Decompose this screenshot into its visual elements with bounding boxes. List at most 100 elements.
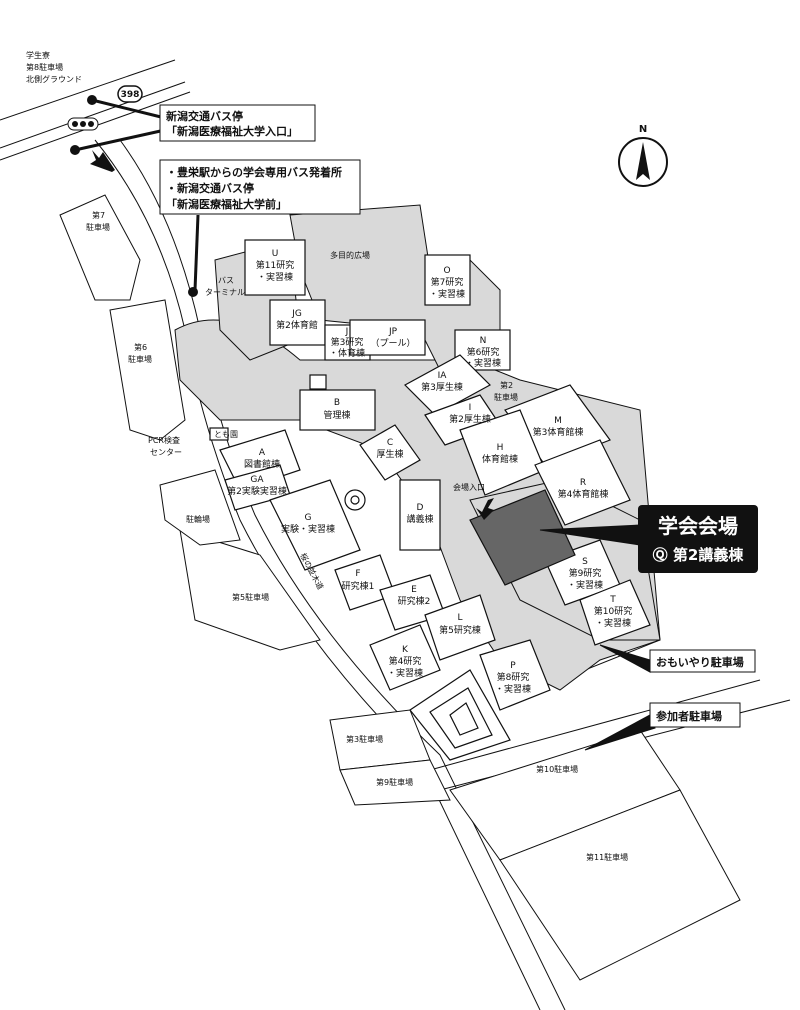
- label-top_left_labels-1: 第8駐車場: [26, 62, 63, 72]
- label-buildings-J-l2: ・体育棟: [329, 347, 365, 359]
- label-buildings-K-l1: 第4研究: [389, 655, 422, 667]
- label-buildings-J-l1: 第3研究: [331, 336, 364, 348]
- label-callouts-bus_terminal_info-line3: 「新潟医療福祉大学前」: [166, 197, 287, 211]
- label-buildings-G-l1: 実験・実習棟: [281, 523, 335, 535]
- label-buildings-U-l2: ・実習棟: [257, 271, 293, 283]
- label-buildings-GA-code: GA: [250, 475, 264, 485]
- label-callouts-bus_stop_entrance-line2: 「新潟医療福祉大学入口」: [166, 124, 298, 138]
- label-areas-bus_terminal_1: バス: [218, 276, 234, 285]
- label-parking_lots-p7b: 駐車場: [86, 222, 110, 232]
- callout-bus-stop-entrance: 新潟交通バス停 「新潟医療福祉大学入口」: [159, 104, 316, 142]
- label-buildings-P-code: P: [510, 661, 516, 671]
- label-buildings-JG-code: JG: [291, 309, 302, 319]
- top-left-labels: 学生寮 第8駐車場 北側グラウンド: [26, 50, 82, 84]
- entrance-arrow-icon: [90, 150, 115, 172]
- label-buildings-D-code: D: [417, 503, 424, 513]
- route-badge: 398: [117, 85, 143, 103]
- building-C: [359, 424, 421, 481]
- label-buildings-M-code: M: [554, 416, 562, 426]
- label-parking_lots-p2b: 駐車場: [494, 392, 518, 402]
- parking-11: [499, 789, 741, 981]
- label-areas-pcr_2: センター: [150, 448, 182, 457]
- label-buildings-A-code: A: [259, 448, 266, 458]
- label-parking_lots-p6a: 第6: [134, 342, 147, 352]
- label-areas-bus_terminal_2: ターミナル: [205, 288, 245, 297]
- label-buildings-IA-l1: 第3厚生棟: [421, 381, 463, 393]
- label-buildings-O-l2: ・実習棟: [429, 288, 465, 300]
- label-areas-entrance: 会場入口: [453, 482, 485, 492]
- label-buildings-I-code: I: [469, 403, 472, 413]
- label-buildings-R-l1: 第4体育館棟: [558, 488, 609, 500]
- label-callouts-omoiyari_parking: おもいやり駐車場: [656, 655, 744, 669]
- venue-callout: 学会会場 Ⓠ 第2講義棟: [638, 505, 758, 573]
- label-buildings-H-l1: 体育館棟: [482, 453, 518, 465]
- label-top_left_labels-2: 北側グラウンド: [26, 74, 82, 84]
- venue-title: 学会会場: [658, 514, 738, 538]
- label-buildings-GA-l1: 第2実験実習棟: [227, 485, 287, 497]
- building-IA: [404, 354, 491, 416]
- label-parking_lots-p7a: 第7: [92, 210, 105, 220]
- label-buildings-T-l2: ・実習棟: [595, 617, 631, 629]
- building-O: [424, 254, 471, 306]
- label-buildings-H-code: H: [497, 443, 504, 453]
- bike-parking: [159, 469, 241, 546]
- label-buildings-A-l1: 図書館棟: [244, 458, 280, 470]
- label-buildings-J-code: J: [345, 327, 349, 337]
- callout-participant-parking: 参加者駐車場: [649, 702, 741, 728]
- label-parking_lots-p3: 第3駐車場: [346, 734, 383, 744]
- parking-5: [179, 529, 321, 651]
- building-P: [479, 639, 551, 711]
- parking-9: [339, 759, 451, 806]
- label-buildings-E-code: E: [411, 585, 417, 595]
- label-buildings-M-l1: 第3体育館棟: [533, 426, 584, 438]
- north-compass: N: [618, 124, 668, 187]
- label-buildings-P-l2: ・実習棟: [495, 683, 531, 695]
- building-R: [534, 439, 631, 526]
- label-buildings-F-l1: 研究棟1: [342, 580, 375, 592]
- label-buildings-S-l2: ・実習棟: [567, 579, 603, 591]
- parking-7: [59, 194, 141, 301]
- label-buildings-D-l1: 講義棟: [406, 513, 433, 525]
- building-G: [269, 479, 361, 571]
- venue-subtitle: Ⓠ 第2講義棟: [653, 546, 745, 564]
- venue-building-Q: [469, 489, 576, 586]
- building-JP: [349, 319, 426, 356]
- building-D: [399, 479, 441, 551]
- label-parking_lots-p5: 第5駐車場: [232, 592, 269, 602]
- label-buildings-P-l1: 第8研究: [497, 671, 530, 683]
- label-buildings-G-code: G: [305, 513, 312, 523]
- label-buildings-C-code: C: [387, 438, 393, 448]
- parking-labels: 第7 駐車場 第6 駐車場 第2 駐車場 第5駐車場 第3駐車場 第9駐車場 第…: [86, 210, 628, 862]
- label-buildings-K-code: K: [402, 645, 409, 655]
- label-callouts-participant_parking: 参加者駐車場: [656, 709, 722, 723]
- label-buildings-U-l1: 第11研究: [256, 259, 294, 271]
- label-buildings-R-code: R: [580, 478, 586, 488]
- label-areas-pcr_1: PCR検査: [148, 435, 180, 445]
- label-parking_lots-p11: 第11駐車場: [586, 852, 628, 862]
- label-buildings-O-code: O: [443, 266, 450, 276]
- building-K: [369, 624, 441, 691]
- label-areas-bike_parking: 駐輪場: [186, 514, 210, 524]
- label-buildings-N-l2: ・実習棟: [465, 357, 501, 369]
- label-callouts-bus_terminal_info-line2: ・新潟交通バス停: [166, 181, 254, 195]
- label-buildings-JP-l1: （プール）: [370, 338, 415, 349]
- label-buildings-E-l1: 研究棟2: [398, 595, 431, 607]
- label-buildings-JG-l1: 第2体育館: [276, 319, 318, 331]
- building-U: [244, 239, 306, 296]
- parking-lots: [59, 194, 741, 981]
- label-buildings-B-l1: 管理棟: [323, 409, 350, 421]
- label-buildings-B-code: B: [334, 398, 340, 408]
- callout-omoiyari-parking: おもいやり駐車場: [649, 649, 756, 673]
- label-callouts-bus_terminal_info-line1: ・豊栄駅からの学会専用バス発着所: [166, 165, 342, 179]
- label-areas-multipurpose_plaza: 多目的広場: [330, 250, 370, 260]
- label-buildings-N-l1: 第6研究: [467, 346, 500, 358]
- building-labels: U 第11研究 ・実習棟 JG 第2体育館 J 第3研究 ・体育棟 JP （プー…: [227, 249, 632, 695]
- label-buildings-T-l1: 第10研究: [594, 605, 632, 617]
- label-buildings-N-code: N: [480, 336, 487, 346]
- label-buildings-S-code: S: [582, 557, 588, 567]
- label-parking_lots-p10: 第10駐車場: [536, 764, 578, 774]
- label-buildings-O-l1: 第7研究: [431, 276, 464, 288]
- label-buildings-T-code: T: [609, 595, 616, 605]
- label-parking_lots-p9: 第9駐車場: [376, 777, 413, 787]
